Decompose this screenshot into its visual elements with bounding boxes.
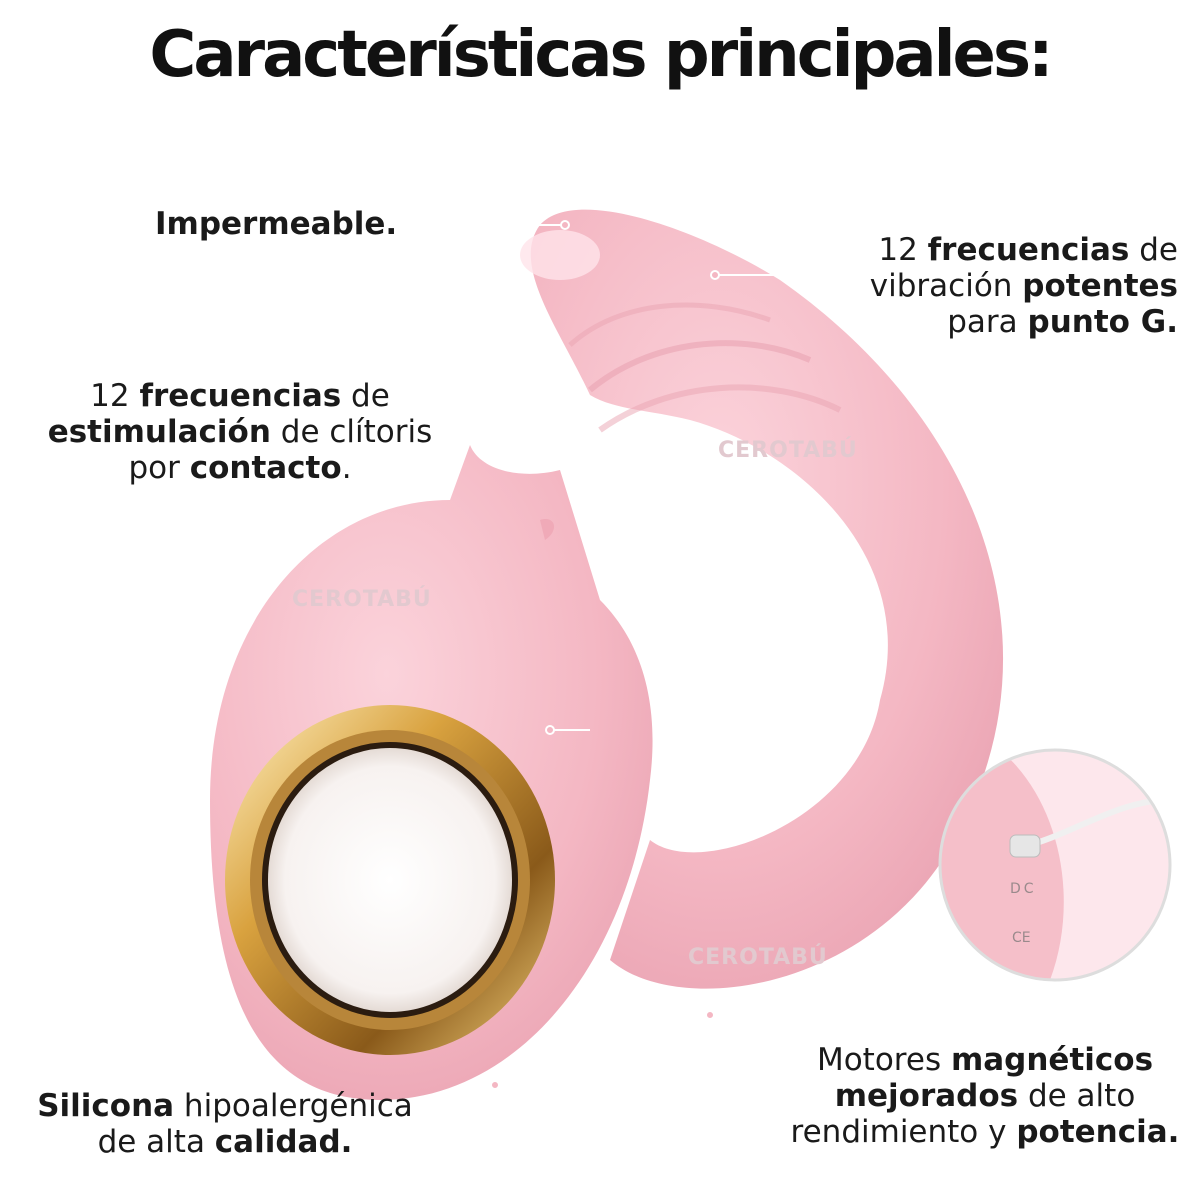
dc-label: DC [1010,881,1037,897]
page-title: Características principales: [149,18,1053,92]
arm-ridge [598,384,842,433]
feature-motors: Motores magnéticos mejorados de alto ren… [790,1042,1180,1150]
arm-ridge [588,340,812,393]
callout-dot [560,220,570,230]
ce-mark: CE [1012,930,1031,946]
callout-dot [705,1010,715,1020]
watermark: CEROTABÚ [292,586,432,612]
feature-gspot: 12 frecuencias de vibración potentes par… [869,232,1178,340]
chrome-button [262,742,518,1018]
charging-inset [940,750,1170,980]
arm-ridge [568,302,771,347]
arm-highlight [520,230,600,280]
feature-clitoral: 12 frecuencias de estimulación de clítor… [47,378,433,486]
watermark: CEROTABÚ [688,944,828,970]
callout-dot [710,270,720,280]
callout-dot [490,1080,500,1090]
callout-dot [545,725,555,735]
feature-waterproof: Impermeable. [155,206,398,242]
tongue-tip [540,519,555,540]
watermark: CEROTABÚ [718,437,858,463]
feature-silicone: Silicona hipoalergénica de alta calidad. [37,1088,413,1160]
